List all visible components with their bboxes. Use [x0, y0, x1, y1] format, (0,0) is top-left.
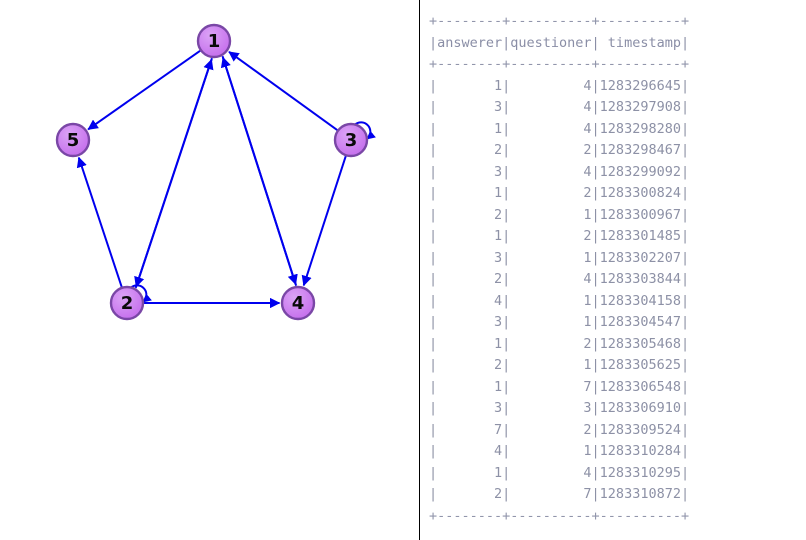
table-row: | 1| 2|1283301485|: [429, 228, 690, 244]
graph-edge-self-2: [130, 284, 152, 303]
table-row: | 2| 7|1283310872|: [429, 486, 690, 502]
table-header-line: |answerer|questioner| timestamp|: [429, 34, 690, 51]
graph-node-2[interactable]: 2: [109, 285, 145, 321]
table-row: | 4| 1|1283304158|: [429, 292, 690, 309]
table-row: | 3| 3|1283306910|: [429, 400, 690, 416]
table-row: | 2| 1|1283300967|: [429, 206, 690, 223]
table-rule-line: +--------+----------+----------+: [429, 13, 690, 29]
graph-edge-3-to-1: [228, 51, 338, 131]
table-row: | 2| 2|1283298467|: [429, 142, 690, 158]
table-row: | 3| 4|1283297908|: [429, 99, 690, 115]
graph-node-circle-1: [196, 23, 232, 59]
graph-node-4[interactable]: 4: [280, 285, 316, 321]
graph-node-circle-2: [109, 285, 145, 321]
table-row: | 3| 1|1283304547|: [429, 314, 690, 330]
table-row: | 1| 4|1283298280|: [429, 120, 690, 137]
graph-edge-self-3: [354, 121, 376, 140]
table-row: | 3| 4|1283299092|: [429, 163, 690, 180]
table-row: | 4| 1|1283310284|: [429, 443, 690, 459]
query-result-table: +--------+----------+----------+ |answer…: [429, 11, 689, 527]
graph-node-5[interactable]: 5: [55, 122, 91, 158]
graph-edge-2-to-1: [134, 58, 214, 289]
table-row: | 7| 2|1283309524|: [429, 421, 690, 438]
table-row: | 1| 4|1283310295|: [429, 464, 690, 481]
table-row: | 2| 1|1283305625|: [429, 357, 690, 373]
panel-divider: [419, 0, 420, 540]
graph-edge-4-to-1: [220, 56, 298, 287]
graph-edge-3-to-4: [301, 155, 347, 287]
graph-edge-2-to-5: [76, 156, 123, 288]
table-rule-line: +--------+----------+----------+: [429, 507, 690, 524]
graph-panel: 1 2 3 4 5: [55, 23, 376, 321]
table-panel: +--------+----------+----------+ |answer…: [420, 0, 806, 540]
table-row: | 1| 2|1283300824|: [429, 185, 690, 201]
directed-graph-canvas: 1 2 3 4 5: [55, 23, 376, 321]
table-row: | 3| 1|1283302207|: [429, 249, 690, 266]
table-row: | 1| 2|1283305468|: [429, 335, 690, 352]
table-row: | 1| 4|1283296645|: [429, 77, 690, 94]
graph-node-layer: 1 2 3 4 5: [55, 23, 369, 321]
graph-node-circle-4: [280, 285, 316, 321]
table-rule-line: +--------+----------+----------+: [429, 56, 690, 72]
graph-edge-layer: [76, 49, 376, 309]
graph-node-circle-3: [333, 122, 369, 158]
table-row: | 2| 4|1283303844|: [429, 271, 690, 287]
graph-edge-1-to-5: [87, 49, 201, 131]
graph-node-1[interactable]: 1: [196, 23, 232, 59]
graph-node-circle-5: [55, 122, 91, 158]
table-row: | 1| 7|1283306548|: [429, 378, 690, 395]
graph-node-3[interactable]: 3: [333, 122, 369, 158]
